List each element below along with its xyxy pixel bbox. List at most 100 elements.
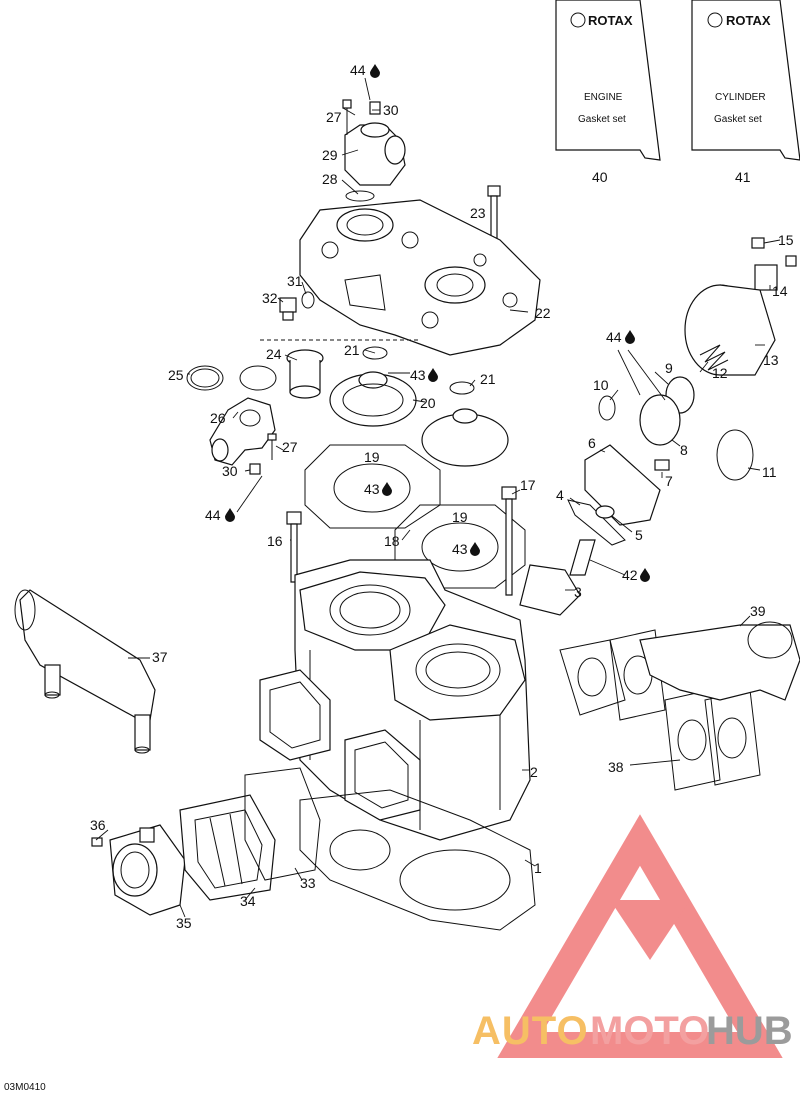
- engine-gasket-set-package: ROTAX ENGINE Gasket set: [555, 0, 661, 161]
- elbow-fitting-26: [209, 397, 276, 466]
- rotary-disc-8: [639, 394, 681, 446]
- head-cover-20-left: [329, 371, 417, 427]
- reed-housing-lower: [344, 729, 421, 821]
- exhaust-pipe-39: [639, 621, 800, 701]
- bushing-5: [595, 505, 615, 519]
- base-gasket-1: [299, 789, 536, 931]
- callout-27-top: 27: [326, 109, 342, 125]
- callout-43-right: 43: [452, 541, 468, 557]
- callout-5: 5: [635, 527, 643, 543]
- callout-21-left: 21: [344, 342, 360, 358]
- ring-10: [598, 395, 616, 421]
- callout-20: 20: [420, 395, 436, 411]
- package-brand-cylinder: ROTAX: [726, 13, 771, 28]
- callout-37: 37: [152, 649, 168, 665]
- callout-18: 18: [384, 533, 400, 549]
- gasket-24-ring: [239, 365, 277, 391]
- callout-30-top: 30: [383, 102, 399, 118]
- callout-30-left: 30: [222, 463, 238, 479]
- plug-30-left: [249, 463, 261, 475]
- valve-cover-13: [684, 284, 776, 376]
- ring-31: [301, 291, 315, 309]
- callout-44-top: 44: [350, 62, 366, 78]
- callout-24: 24: [266, 346, 282, 362]
- thermostat-24: [286, 349, 324, 399]
- callout-35: 35: [176, 915, 192, 931]
- drop-icon: [470, 542, 480, 556]
- spring-12: [699, 344, 729, 371]
- figure-code: 03M0410: [4, 1082, 46, 1093]
- callout-29: 29: [322, 147, 338, 163]
- screw-36: [91, 837, 103, 847]
- valve-housing-6: [584, 444, 661, 526]
- callout-28: 28: [322, 171, 338, 187]
- package-sublabel-engine: Gasket set: [578, 114, 626, 125]
- fitting-14: [754, 264, 778, 291]
- callout-33: 33: [300, 875, 316, 891]
- callout-4: 4: [556, 487, 564, 503]
- callout-7: 7: [665, 473, 673, 489]
- drop-icon: [640, 568, 650, 582]
- o-ring-21-left: [362, 346, 388, 360]
- drop-icon: [370, 64, 380, 78]
- package-sublabel-cylinder: Gasket set: [714, 114, 762, 125]
- package-label-engine: ENGINE: [584, 92, 623, 103]
- exhaust-gasket-38-d: [704, 689, 761, 786]
- shaft-42: [569, 539, 596, 576]
- cylinder-head-22: [299, 199, 541, 356]
- drop-icon: [625, 330, 635, 344]
- reed-housing-upper: [259, 669, 331, 761]
- o-ring-28: [345, 190, 375, 202]
- watermark-auto-text: AUTO: [472, 1009, 589, 1053]
- screw-27-top: [342, 99, 352, 135]
- screw-7: [654, 459, 670, 471]
- callout-2: 2: [530, 764, 538, 780]
- callout-labels: 1 2 3 4 5 6 7 8 9 10 11 12 13 14 15 16 1…: [90, 62, 794, 931]
- stud-16: [286, 511, 302, 583]
- callout-41: 41: [735, 169, 751, 185]
- stud-17: [501, 486, 517, 596]
- callout-10: 10: [593, 377, 609, 393]
- callout-8: 8: [680, 442, 688, 458]
- callout-34: 34: [240, 893, 256, 909]
- callout-15: 15: [778, 232, 794, 248]
- callout-19-right: 19: [452, 509, 468, 525]
- callout-3: 3: [574, 584, 582, 600]
- cylinder-gasket-set-package: ROTAX CYLINDER Gasket set: [691, 0, 800, 161]
- callout-31: 31: [287, 273, 303, 289]
- drop-icon: [382, 482, 392, 496]
- drop-icon: [225, 508, 235, 522]
- drop-icon: [428, 368, 438, 382]
- callout-43-left: 43: [364, 481, 380, 497]
- callout-39: 39: [750, 603, 766, 619]
- plug-32: [279, 297, 297, 321]
- exhaust-manifold-37: [14, 589, 156, 754]
- callout-17: 17: [520, 477, 536, 493]
- callout-9: 9: [665, 360, 673, 376]
- callout-1: 1: [534, 860, 542, 876]
- callout-36: 36: [90, 817, 106, 833]
- exhaust-gasket-38-a: [559, 639, 626, 716]
- callout-40: 40: [592, 169, 608, 185]
- package-label-cylinder: CYLINDER: [715, 92, 766, 103]
- watermark-hub-text: HUB: [706, 1009, 793, 1053]
- leader-lines: [95, 77, 781, 918]
- callout-23: 23: [470, 205, 486, 221]
- callout-26: 26: [210, 410, 226, 426]
- gasket-4: [567, 499, 626, 546]
- water-fitting-top: [344, 122, 406, 186]
- intake-rubber-35: [109, 824, 186, 916]
- ring-25: [186, 365, 224, 391]
- package-brand-engine: ROTAX: [588, 13, 633, 28]
- head-gasket-19-right: [394, 504, 526, 589]
- plug-30-top: [369, 101, 381, 115]
- callout-12: 12: [712, 365, 728, 381]
- watermark-logo: AUTO MOTO HUB: [472, 814, 793, 1058]
- lubricant-drop-icons: [225, 64, 650, 582]
- callout-44-right: 44: [606, 329, 622, 345]
- callout-38: 38: [608, 759, 624, 775]
- callout-6: 6: [588, 435, 596, 451]
- gasket-33: [244, 767, 321, 881]
- callout-27-left: 27: [282, 439, 298, 455]
